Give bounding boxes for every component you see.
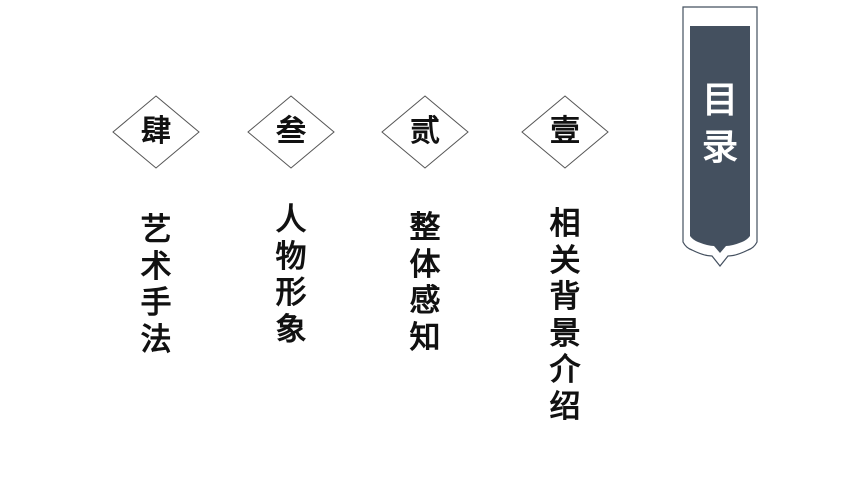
- section-1-numeral: 壹: [550, 114, 580, 149]
- section-3[interactable]: 叁 人物形象: [246, 94, 336, 364]
- section-3-diamond: 叁: [246, 94, 336, 170]
- toc-banner: 目录: [680, 4, 760, 270]
- section-1-title: 相关背景介绍: [549, 206, 581, 425]
- section-3-numeral: 叁: [276, 114, 306, 149]
- section-2-diamond: 贰: [380, 94, 470, 170]
- section-2[interactable]: 贰 整体感知: [380, 94, 470, 374]
- section-3-title: 人物形象: [275, 202, 307, 348]
- section-2-title: 整体感知: [409, 210, 441, 356]
- section-1-diamond: 壹: [520, 94, 610, 170]
- section-4-title: 艺术手法: [140, 212, 172, 358]
- section-1[interactable]: 壹 相关背景介绍: [520, 94, 610, 434]
- section-4-numeral: 肆: [141, 114, 171, 149]
- section-4[interactable]: 肆 艺术手法: [111, 94, 201, 374]
- toc-title: 目录: [701, 80, 738, 168]
- section-2-numeral: 贰: [410, 114, 440, 149]
- section-4-diamond: 肆: [111, 94, 201, 170]
- banner-shape: [682, 6, 758, 267]
